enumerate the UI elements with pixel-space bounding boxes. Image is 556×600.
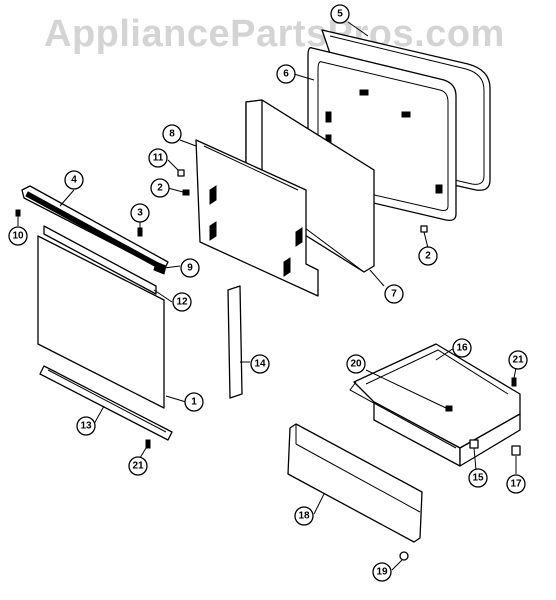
callout-17-label: 17	[510, 479, 522, 490]
callout-12-label: 12	[176, 297, 188, 308]
callout-11-label: 11	[153, 153, 164, 164]
callout-3-label: 3	[137, 208, 143, 219]
bottom-trim-part	[39, 365, 173, 441]
callout-15-label: 15	[472, 473, 484, 484]
callout-14: 14	[250, 354, 270, 374]
callout-20: 20	[346, 354, 366, 374]
callout-16: 16	[452, 338, 472, 358]
clip-2b-part	[420, 225, 428, 233]
callout-12: 12	[172, 292, 192, 312]
screw-21b-part	[511, 377, 517, 387]
callout-19-label: 19	[376, 567, 388, 578]
callout-3: 3	[130, 203, 150, 223]
callout-9: 9	[180, 258, 200, 278]
watermark-text: AppliancePartsPros.com	[44, 13, 505, 55]
callout-2b-label: 2	[425, 251, 431, 262]
drawer-front-part	[287, 423, 423, 543]
callout-7: 7	[384, 284, 404, 304]
callout-17: 17	[506, 474, 526, 494]
nut-19-part	[399, 551, 409, 561]
callout-10-label: 10	[12, 231, 24, 242]
callout-6: 6	[276, 64, 296, 84]
callout-8: 8	[162, 124, 182, 144]
door-liner-part	[195, 139, 319, 297]
bracket-9-part	[153, 261, 167, 275]
callout-2b: 2	[418, 246, 438, 266]
callout-5: 5	[330, 4, 350, 24]
callout-leaders	[17, 21, 517, 571]
callout-4-label: 4	[71, 175, 77, 186]
callout-16-label: 16	[456, 343, 468, 354]
callout-1-label: 1	[191, 397, 197, 408]
callout-2a: 2	[150, 178, 170, 198]
callout-21a-label: 21	[132, 461, 144, 472]
screw-3-part	[137, 227, 143, 237]
callout-18: 18	[294, 506, 314, 526]
callout-10: 10	[8, 226, 28, 246]
callout-13-label: 13	[80, 421, 92, 432]
screw-21a-part	[145, 439, 151, 449]
callout-2a-label: 2	[157, 183, 163, 194]
screw-10-part	[15, 209, 21, 217]
callout-15: 15	[468, 468, 488, 488]
callout-21a: 21	[128, 456, 148, 476]
callout-8-label: 8	[169, 129, 175, 140]
callout-4: 4	[64, 170, 84, 190]
callout-11: 11	[148, 148, 168, 168]
clip-17-part	[511, 445, 521, 456]
callout-14-label: 14	[254, 359, 266, 370]
callout-18-label: 18	[298, 511, 310, 522]
callout-21b-label: 21	[512, 355, 524, 366]
drawer-part	[349, 343, 521, 467]
callout-1: 1	[184, 392, 204, 412]
trim-strip-12-part	[43, 225, 157, 295]
clip-2a-part	[182, 189, 190, 196]
clip-11-part	[177, 169, 185, 177]
callout-5-label: 5	[337, 9, 343, 20]
side-strip-part	[227, 285, 243, 399]
outer-door-panel-part	[37, 235, 165, 409]
callout-13: 13	[76, 416, 96, 436]
screw-20-part	[445, 405, 453, 412]
callout-7-label: 7	[391, 289, 397, 300]
callout-21b: 21	[508, 350, 528, 370]
callout-19: 19	[372, 562, 392, 582]
clip-15-part	[469, 439, 479, 449]
callout-6-label: 6	[283, 69, 289, 80]
callout-20-label: 20	[350, 359, 362, 370]
callout-9-label: 9	[187, 263, 193, 274]
